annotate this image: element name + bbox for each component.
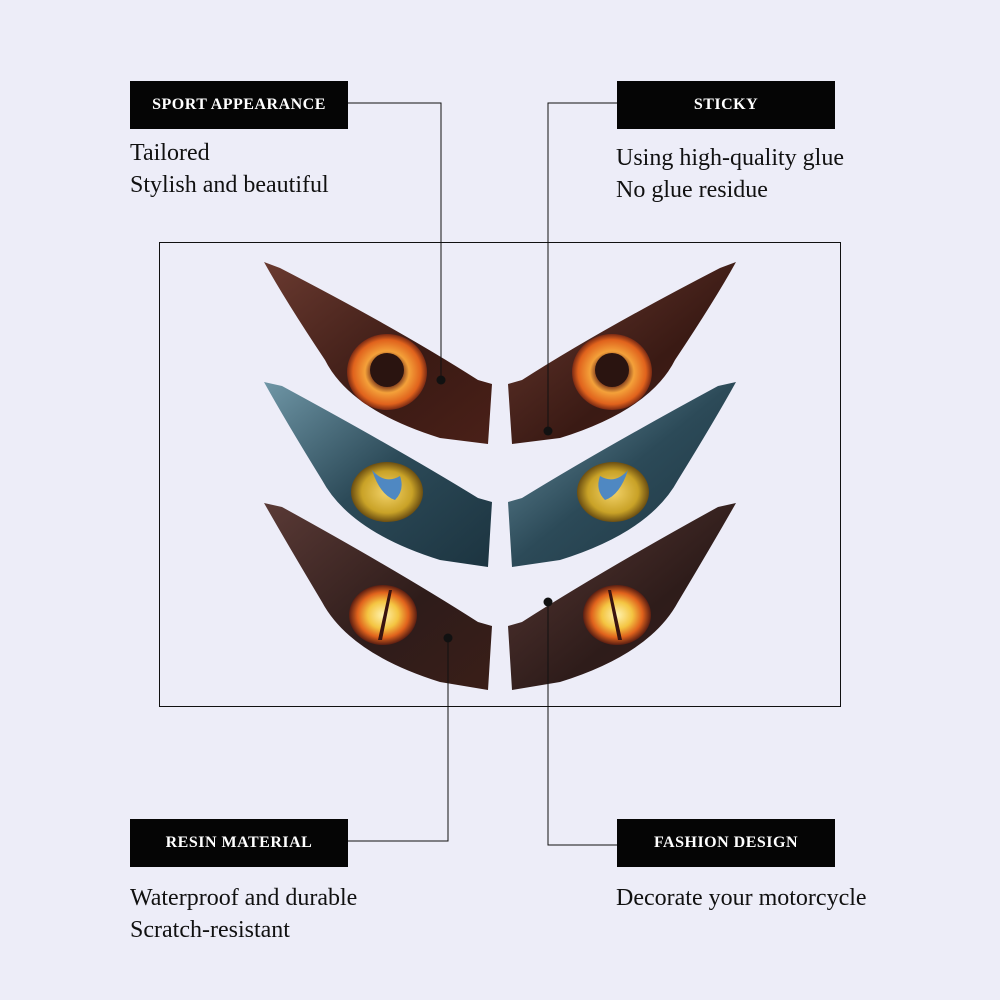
callout-dots xyxy=(436,375,553,643)
sport-line-2: Stylish and beautiful xyxy=(130,172,329,198)
resin-material-label: RESIN MATERIAL xyxy=(130,819,348,867)
sticky-line-1: Using high-quality glue xyxy=(616,145,844,171)
product-frame xyxy=(159,242,841,707)
sport-line-1: Tailored xyxy=(130,140,210,166)
sticky-label: STICKY xyxy=(617,81,835,129)
sport-appearance-description: Tailored Stylish and beautiful xyxy=(130,137,329,201)
callout-dot-fashion xyxy=(543,597,553,607)
right-decal-red xyxy=(508,262,736,444)
left-decal-dragon xyxy=(264,503,492,690)
right-decal-blue xyxy=(508,382,736,567)
fashion-design-label: FASHION DESIGN xyxy=(617,819,835,867)
sticky-description: Using high-quality glue No glue residue xyxy=(616,142,844,206)
fashion-design-description: Decorate your motorcycle xyxy=(616,882,867,914)
sticky-line-2: No glue residue xyxy=(616,177,768,203)
callout-dot-resin xyxy=(443,633,453,643)
fashion-line-1: Decorate your motorcycle xyxy=(616,885,867,911)
sport-appearance-label: SPORT APPEARANCE xyxy=(130,81,348,129)
callout-dot-sticky xyxy=(543,426,553,436)
callout-line-resin xyxy=(348,638,449,842)
callout-line-sport xyxy=(348,102,442,380)
resin-line-2: Scratch-resistant xyxy=(130,917,290,943)
right-decal-dragon xyxy=(508,503,736,690)
callout-line-sticky xyxy=(547,102,617,431)
callout-lines xyxy=(348,102,617,846)
left-decal-blue xyxy=(264,382,492,567)
resin-line-1: Waterproof and durable xyxy=(130,885,358,911)
left-decal-red xyxy=(264,262,492,444)
resin-material-description: Waterproof and durable Scratch-resistant xyxy=(130,882,357,946)
callout-dot-sport xyxy=(436,375,446,385)
callout-line-fashion xyxy=(547,602,617,846)
